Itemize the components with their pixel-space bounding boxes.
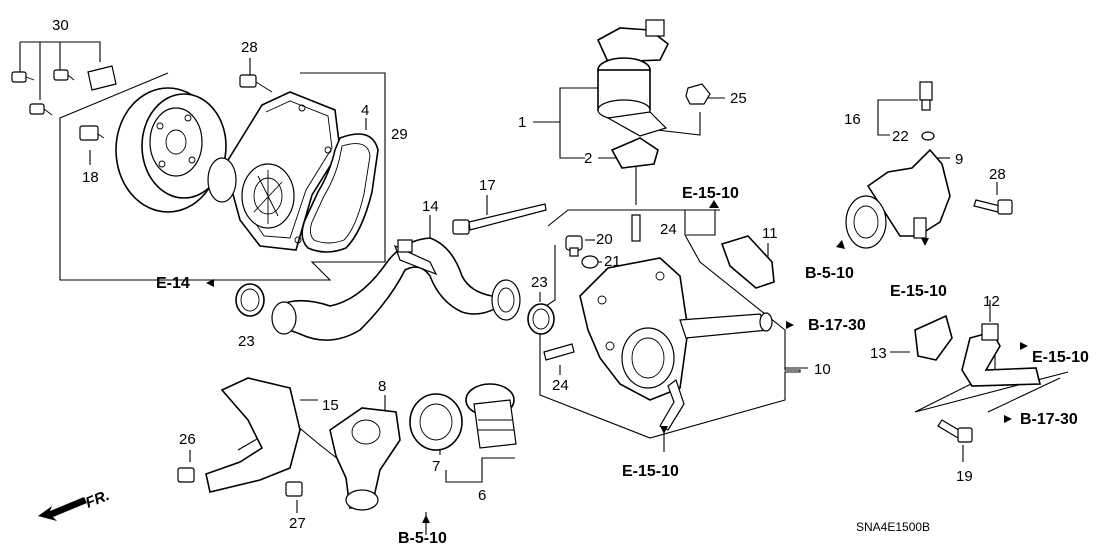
ref-b-5-10-bottom[interactable]: B-5-10	[398, 530, 447, 547]
callout-9: 9	[955, 151, 963, 168]
ref-arrows	[206, 200, 1028, 523]
gasket-11	[720, 235, 775, 289]
callout-1: 1	[518, 114, 526, 131]
callout-15: 15	[322, 397, 339, 414]
callout-8: 8	[378, 378, 386, 395]
water-passage-8	[329, 407, 401, 511]
seal-7-inner	[419, 403, 453, 441]
washer-21	[581, 255, 599, 269]
callout-20: 20	[596, 231, 613, 248]
ref-e-14[interactable]: E-14	[156, 275, 190, 292]
stud-24-top	[631, 214, 641, 242]
part-drawings	[11, 19, 1042, 521]
front-direction-label: FR.	[83, 487, 112, 512]
callout-19: 19	[956, 468, 973, 485]
ref-e-15-10-right[interactable]: E-15-10	[890, 283, 947, 300]
callout-13: 13	[870, 345, 887, 362]
bracket-13	[914, 314, 953, 361]
gasket-4	[301, 133, 379, 253]
callout-23-mid: 23	[531, 274, 548, 291]
callout-24-bottom: 24	[552, 377, 569, 394]
stud-24-bottom	[543, 343, 575, 361]
sensor-16	[919, 81, 933, 111]
bolt-set-30	[11, 65, 117, 116]
o-ring-23-mid	[527, 303, 555, 335]
bypass-pipe-12	[961, 323, 1042, 387]
diagram-code: SNA4E1500B	[856, 520, 930, 534]
callout-14: 14	[422, 198, 439, 215]
o-ring-23-mid-inner	[532, 308, 550, 330]
ref-e-15-10-far[interactable]: E-15-10	[1032, 349, 1089, 366]
ref-e-15-10-bottom[interactable]: E-15-10	[622, 463, 679, 480]
callout-4: 4	[361, 102, 369, 119]
callout-numbers: 30 28 18 4 29 14 17 23 23 1 2 25 20 21 2…	[52, 17, 1006, 532]
callout-30: 30	[52, 17, 69, 34]
o-ring-23-left	[235, 283, 265, 317]
callout-24-top: 24	[660, 221, 677, 238]
water-outlet-9	[845, 148, 951, 249]
o-ring-23-left-inner	[240, 288, 260, 312]
callout-26: 26	[179, 431, 196, 448]
seal-7	[409, 393, 463, 451]
front-arrow-icon	[38, 497, 87, 521]
thermostat-housing	[579, 257, 773, 431]
bolt-28-left	[239, 74, 273, 93]
callout-21: 21	[604, 253, 621, 270]
callout-16: 16	[844, 111, 861, 128]
thermostat-6	[465, 383, 517, 449]
callout-11: 11	[762, 225, 778, 242]
ref-b-17-30-far[interactable]: B-17-30	[1020, 411, 1078, 428]
callout-25: 25	[730, 90, 747, 107]
pulley	[115, 87, 227, 213]
callout-28-left: 28	[241, 39, 258, 56]
callout-17: 17	[479, 177, 496, 194]
bolt-17	[452, 203, 547, 235]
bracket-15	[205, 377, 301, 493]
bolt-18	[79, 125, 105, 141]
ref-b-5-10-right[interactable]: B-5-10	[805, 265, 854, 282]
callout-28-right: 28	[989, 166, 1006, 183]
callout-27: 27	[289, 515, 306, 532]
ref-b-17-30-mid[interactable]: B-17-30	[808, 317, 866, 334]
callout-18: 18	[82, 169, 99, 186]
ref-e-15-10-top[interactable]: E-15-10	[682, 185, 739, 202]
callout-7: 7	[432, 458, 440, 475]
nut-25	[685, 83, 711, 105]
bolt-19	[937, 419, 973, 443]
hose-14	[271, 237, 521, 341]
bolt-28-right	[973, 199, 1013, 215]
sensor-20	[565, 235, 583, 257]
callout-12: 12	[983, 293, 1000, 310]
callout-10: 10	[814, 361, 831, 378]
callout-23-left: 23	[238, 333, 255, 350]
callout-29: 29	[391, 126, 408, 143]
egr-valve	[596, 19, 670, 137]
callout-6: 6	[478, 487, 486, 504]
washer-22	[921, 131, 935, 141]
callout-2: 2	[584, 150, 592, 167]
water-pump	[207, 91, 341, 251]
callout-22: 22	[892, 128, 909, 145]
bolt-26	[177, 467, 195, 483]
reference-labels: E-14 E-15-10 B-5-10 E-15-10 B-17-30 E-15…	[156, 185, 1089, 547]
gasket-2	[610, 137, 659, 169]
bolt-27	[285, 481, 303, 497]
